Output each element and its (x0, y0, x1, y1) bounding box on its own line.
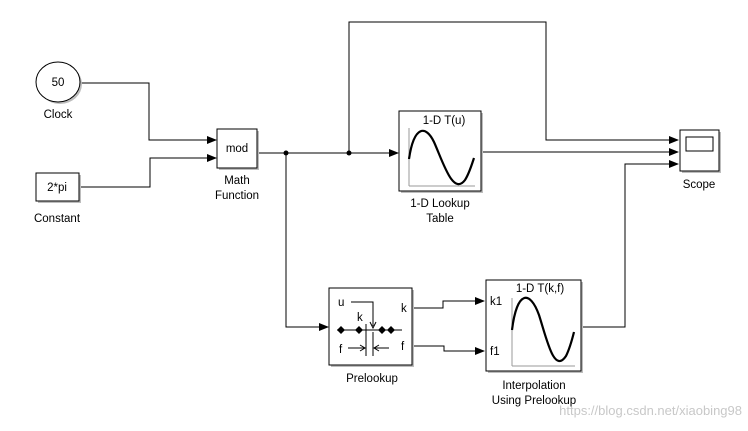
clock-block[interactable]: 50 Clock (35, 61, 82, 121)
clock-value: 50 (52, 77, 65, 89)
wire-f-to-interp[interactable] (413, 345, 485, 355)
prelookup-port-f-out: f (401, 341, 405, 353)
interpolation-label-line1: Interpolation (502, 380, 565, 392)
prelookup-port-u: u (338, 297, 344, 309)
prelookup-k-in-label: k (357, 312, 363, 324)
scope-screen-icon (685, 136, 714, 152)
wire-k-to-interp[interactable] (413, 297, 485, 309)
lookup-table-label-line1: 1-D Lookup (410, 198, 469, 210)
lookup-sine-icon (407, 128, 476, 187)
branch-point-2 (346, 150, 352, 156)
signal-lines (80, 21, 679, 355)
prelookup-f-in-label: f (339, 344, 343, 356)
wire-constant-to-mod[interactable] (80, 154, 217, 188)
math-function-value: mod (226, 143, 248, 155)
math-function-label-line2: Function (215, 190, 259, 202)
interpolation-port-f1: f1 (490, 346, 500, 358)
math-function-label-line1: Math (224, 175, 250, 187)
prelookup-block[interactable]: u k f k f Prelookup (328, 287, 414, 385)
clock-label: Clock (44, 109, 73, 121)
wire-clock-to-mod[interactable] (80, 82, 217, 144)
constant-label: Constant (34, 213, 81, 225)
wire-branch-to-scope[interactable] (348, 21, 679, 153)
constant-value: 2*pi (47, 182, 67, 194)
watermark-text: https://blog.csdn.net/xiaobing98 (559, 403, 742, 418)
branch-point-1 (283, 150, 289, 156)
interpolation-port-k1: k1 (490, 296, 502, 308)
math-function-block[interactable]: mod Math Function (215, 128, 259, 202)
interpolation-label-line2: Using Prelookup (492, 395, 576, 407)
interpolation-sine-icon (510, 296, 576, 367)
lookup-table-block[interactable]: 1-D T(u) 1-D Lookup Table (398, 110, 483, 225)
interpolation-title: 1-D T(k,f) (516, 283, 565, 295)
wire-interp-to-scope[interactable] (581, 160, 679, 328)
wire-branch-to-prelookup[interactable] (285, 153, 329, 331)
constant-block[interactable]: 2*pi Constant (34, 172, 81, 225)
lookup-table-title: 1-D T(u) (423, 115, 466, 127)
prelookup-breakpoints-icon (337, 301, 402, 356)
scope-label: Scope (683, 179, 716, 191)
scope-block[interactable]: Scope (679, 129, 721, 191)
lookup-table-label-line2: Table (426, 213, 454, 225)
prelookup-port-k-out: k (401, 303, 407, 315)
interpolation-block[interactable]: 1-D T(k,f) k1 f1 Interpolation Using Pre… (485, 279, 583, 407)
prelookup-label: Prelookup (346, 373, 398, 385)
